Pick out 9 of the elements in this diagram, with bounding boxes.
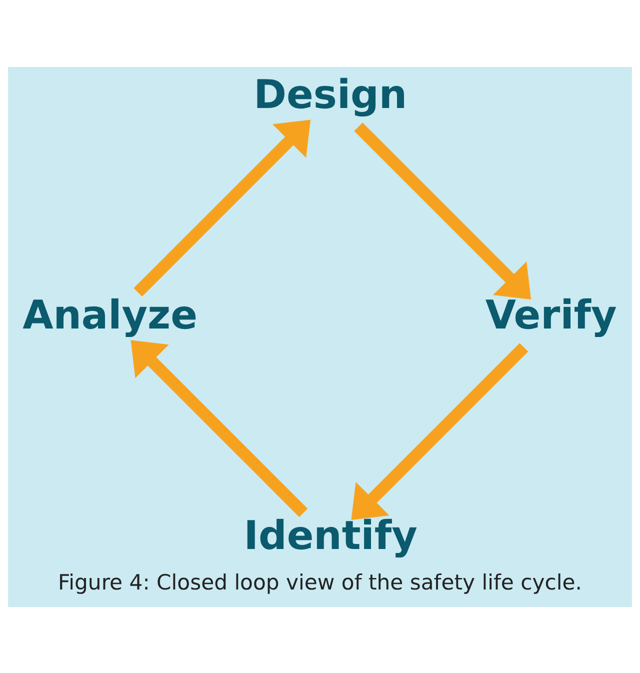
- arrow: [351, 342, 528, 520]
- arrow: [354, 122, 532, 299]
- arrow: [130, 340, 308, 517]
- node-text: Design: [254, 71, 408, 118]
- node-text: Verify: [485, 292, 617, 338]
- node-text: Identify: [244, 512, 418, 558]
- node-text: Analyze: [22, 292, 198, 338]
- arrow: [134, 119, 311, 296]
- caption: Figure 4: Closed loop view of the safety life cycle.: [58, 569, 582, 594]
